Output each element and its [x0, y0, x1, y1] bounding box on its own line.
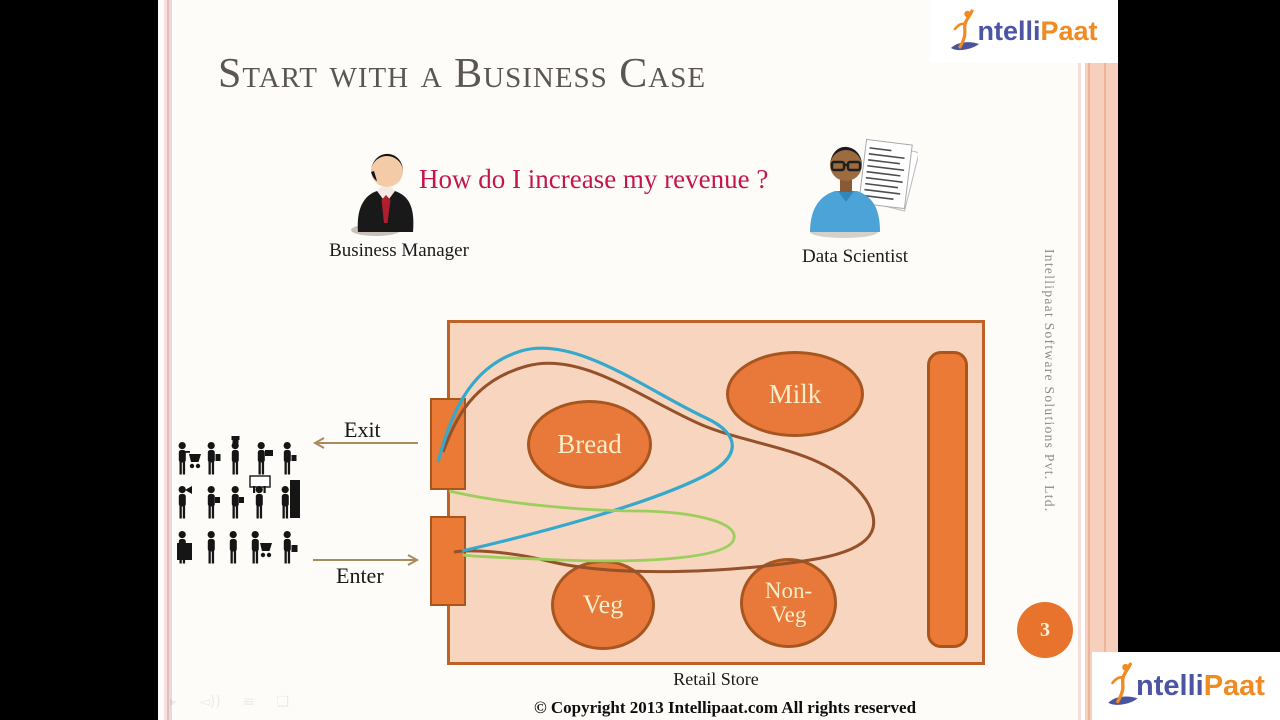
- volume-icon[interactable]: ◅)): [199, 694, 221, 710]
- section-milk-label: Milk: [768, 378, 822, 409]
- copyright-text: © Copyright 2013 Intellipaat.com All rig…: [533, 698, 917, 717]
- fullscreen-icon[interactable]: ❑: [276, 694, 290, 710]
- page-title: Start with a Business Case: [218, 51, 707, 97]
- section-bread-label: Bread: [557, 429, 622, 460]
- enter-label: Enter: [336, 563, 384, 588]
- section-veg-label: Veg: [582, 590, 624, 620]
- retail-store-label: Retail Store: [673, 669, 759, 689]
- checkout-counter: [927, 351, 968, 648]
- section-nonveg: Non-Veg: [740, 558, 837, 648]
- data-scientist-label: Data Scientist: [801, 246, 909, 267]
- section-bread: Bread: [527, 400, 652, 489]
- retail-store-box: [447, 320, 985, 665]
- page-number: 3: [1040, 618, 1050, 641]
- left-accent-stripe: [164, 0, 174, 720]
- intellipaat-person-icon: [1108, 662, 1138, 705]
- play-icon[interactable]: ▸: [170, 694, 178, 710]
- section-veg: Veg: [551, 560, 655, 650]
- intellipaat-person-icon: [951, 8, 980, 50]
- revenue-question-text: How do I increase my revenue ?: [419, 164, 769, 194]
- page-number-badge: 3: [1017, 602, 1073, 658]
- enter-door: [430, 516, 466, 606]
- logo-text-blue: ntelli: [977, 16, 1041, 46]
- exit-door: [430, 398, 466, 490]
- company-sidebar-text: Intellipaat Software Solutions Pvt. Ltd.: [1042, 249, 1057, 513]
- right-accent-stripes: [1078, 0, 1118, 720]
- logo-text-orange: Paat: [1203, 669, 1265, 702]
- logo-text-orange: Paat: [1040, 16, 1098, 46]
- menu-icon[interactable]: ≡: [242, 694, 255, 710]
- shoppers-crowd-icon: [177, 436, 300, 564]
- exit-label: Exit: [344, 417, 381, 442]
- section-milk: Milk: [726, 351, 864, 437]
- business-manager-label: Business Manager: [329, 240, 469, 261]
- logo-text-blue: ntelli: [1136, 669, 1204, 702]
- player-controls: ▸ ◅)) ≡ ❑: [170, 694, 289, 710]
- section-nonveg-label: Non-Veg: [764, 577, 813, 627]
